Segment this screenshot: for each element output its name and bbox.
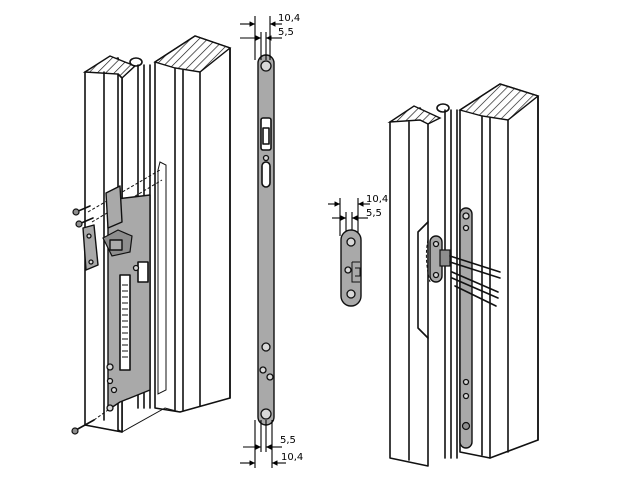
screw-top-1 <box>72 205 91 216</box>
hinge-pin-right <box>436 103 450 113</box>
left-assembly <box>71 35 232 435</box>
extension-pins <box>449 255 501 307</box>
dim-bottom-inner: 5,5 <box>280 435 296 446</box>
mounted-keeper <box>425 235 451 283</box>
dim-top-inner: 5,5 <box>278 27 294 38</box>
dim-small-inner: 5,5 <box>366 208 382 219</box>
dimension-top: 10,4 5,5 <box>240 13 300 60</box>
right-assembly <box>387 83 540 467</box>
screw-top-2 <box>75 217 94 228</box>
keeper-slot <box>157 161 167 395</box>
right-channel <box>444 109 458 459</box>
side-bracket <box>82 224 99 271</box>
small-plate-view: 10,4 5,5 <box>328 194 388 307</box>
slot-teeth <box>122 284 128 358</box>
dim-top-outer: 10,4 <box>278 13 300 24</box>
dimension-bottom: 5,5 10,4 <box>240 420 303 468</box>
dim-bottom-outer: 10,4 <box>281 452 303 463</box>
lock-body-plate <box>105 185 151 412</box>
strip-plate-view: 10,4 5,5 5,5 10,4 <box>240 13 303 468</box>
right-left-profile <box>387 105 442 467</box>
right-frame-profile <box>153 35 232 413</box>
dimension-small: 10,4 5,5 <box>328 194 388 236</box>
mounted-strip <box>459 207 473 449</box>
hinge-pin <box>129 57 143 67</box>
dim-small-outer: 10,4 <box>366 194 388 205</box>
latch-mechanism <box>102 229 133 257</box>
